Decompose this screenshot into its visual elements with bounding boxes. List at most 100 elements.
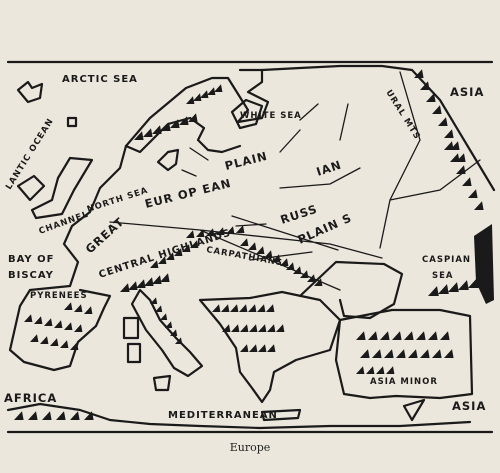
mountain-icon <box>206 228 215 236</box>
mountain-icon <box>404 331 414 340</box>
mountain-icon <box>175 337 183 344</box>
mountain-icon <box>258 344 267 352</box>
mountain-icon <box>416 331 426 340</box>
mountain-icon <box>230 304 239 312</box>
mountain-icon <box>64 322 73 330</box>
ireland <box>16 174 46 202</box>
mountain-icon <box>128 281 138 290</box>
label-russian-1: RUSS <box>279 202 320 227</box>
mountain-icon <box>444 141 454 150</box>
mountain-icon <box>160 273 170 282</box>
mountain-icon <box>438 117 448 126</box>
mountain-icon <box>440 331 450 340</box>
italy <box>130 288 204 378</box>
mountain-icon <box>134 131 144 140</box>
label-russian-2: IAN <box>315 158 344 179</box>
mountain-icon <box>222 324 231 332</box>
mountain-icon <box>70 342 79 350</box>
label-pyrenees: PYRENEES <box>30 291 88 301</box>
mountain-icon <box>272 254 281 262</box>
mountain-icon <box>214 84 223 92</box>
mountain-icon <box>376 366 385 374</box>
sicily <box>152 374 172 392</box>
mountain-icon <box>267 324 276 332</box>
mountain-icon <box>366 366 375 374</box>
mountain-icon <box>380 331 390 340</box>
mountain-icon <box>64 302 73 310</box>
black-sea <box>298 260 404 320</box>
mountain-icon <box>170 119 180 128</box>
label-bay-of-biscay-1: BAY OF <box>8 254 54 265</box>
label-european: EUR OP EAN <box>143 176 232 211</box>
mountain-icon <box>42 411 52 420</box>
mountain-icon <box>179 116 189 125</box>
mountain-icon <box>444 129 454 138</box>
cyprus <box>402 398 426 422</box>
mountain-icon <box>144 277 154 286</box>
baltic-coast <box>124 116 242 154</box>
mountain-icon <box>438 284 449 294</box>
caspian-sea <box>474 224 494 304</box>
mountain-icon <box>474 201 484 210</box>
mountain-icon <box>186 230 195 238</box>
white-sea-coast <box>230 98 264 130</box>
mountain-icon <box>50 338 59 346</box>
mountain-icon <box>286 262 295 270</box>
label-channel: CHANNEL <box>38 210 91 237</box>
mountain-symbols <box>14 69 484 420</box>
mountain-icon <box>70 411 80 420</box>
label-caspian-1: CASPIAN <box>422 255 471 265</box>
label-atlantic-ocean: LANTIC OCEAN <box>4 117 56 192</box>
mountain-icon <box>150 260 159 268</box>
mountain-icon <box>150 297 158 304</box>
mountain-icon <box>14 411 24 420</box>
mountain-icon <box>161 122 171 131</box>
mountain-icon <box>239 304 248 312</box>
mountain-icon <box>60 340 69 348</box>
mountain-icon <box>428 331 438 340</box>
mountain-icon <box>30 334 39 342</box>
mountain-icon <box>408 349 418 358</box>
mountain-icon <box>193 93 202 101</box>
mountain-icon <box>384 349 394 358</box>
mountain-icon <box>307 274 316 282</box>
mountain-icon <box>200 90 209 98</box>
mountain-icon <box>249 344 258 352</box>
mountain-icon <box>236 225 245 233</box>
great-britain <box>30 156 94 220</box>
label-great: GREAT <box>83 214 127 256</box>
mountain-icon <box>360 349 370 358</box>
mountain-icon <box>266 304 275 312</box>
mountain-icon <box>190 240 199 248</box>
mountain-icon <box>267 344 276 352</box>
iceland <box>16 80 44 104</box>
mountain-icon <box>240 324 249 332</box>
mountain-icon <box>280 258 289 266</box>
balkans <box>198 290 342 404</box>
mountain-icon <box>420 81 430 90</box>
mountain-icon <box>165 321 173 328</box>
mountain-icon <box>248 242 257 250</box>
label-bay-of-biscay-2: BISCAY <box>8 270 54 281</box>
mountain-icon <box>186 96 195 104</box>
faroe-island <box>66 116 78 128</box>
mountain-icon <box>143 128 153 137</box>
mountain-icon <box>314 278 323 286</box>
mountain-icon <box>44 318 53 326</box>
mountain-icon <box>240 238 249 246</box>
mountain-icon <box>120 283 130 292</box>
iberia <box>8 284 112 372</box>
mountain-icon <box>74 304 83 312</box>
mountain-icon <box>216 227 225 235</box>
mountain-icon <box>414 69 424 78</box>
crete <box>260 408 302 422</box>
sardinia <box>126 342 142 364</box>
label-asia-top: ASIA <box>450 85 484 99</box>
mountain-icon <box>28 411 38 420</box>
mountain-icon <box>396 349 406 358</box>
label-asia-bottom: ASIA <box>452 399 486 413</box>
mountain-icon <box>136 279 146 288</box>
mountain-icon <box>152 125 162 134</box>
mountain-icon <box>432 349 442 358</box>
